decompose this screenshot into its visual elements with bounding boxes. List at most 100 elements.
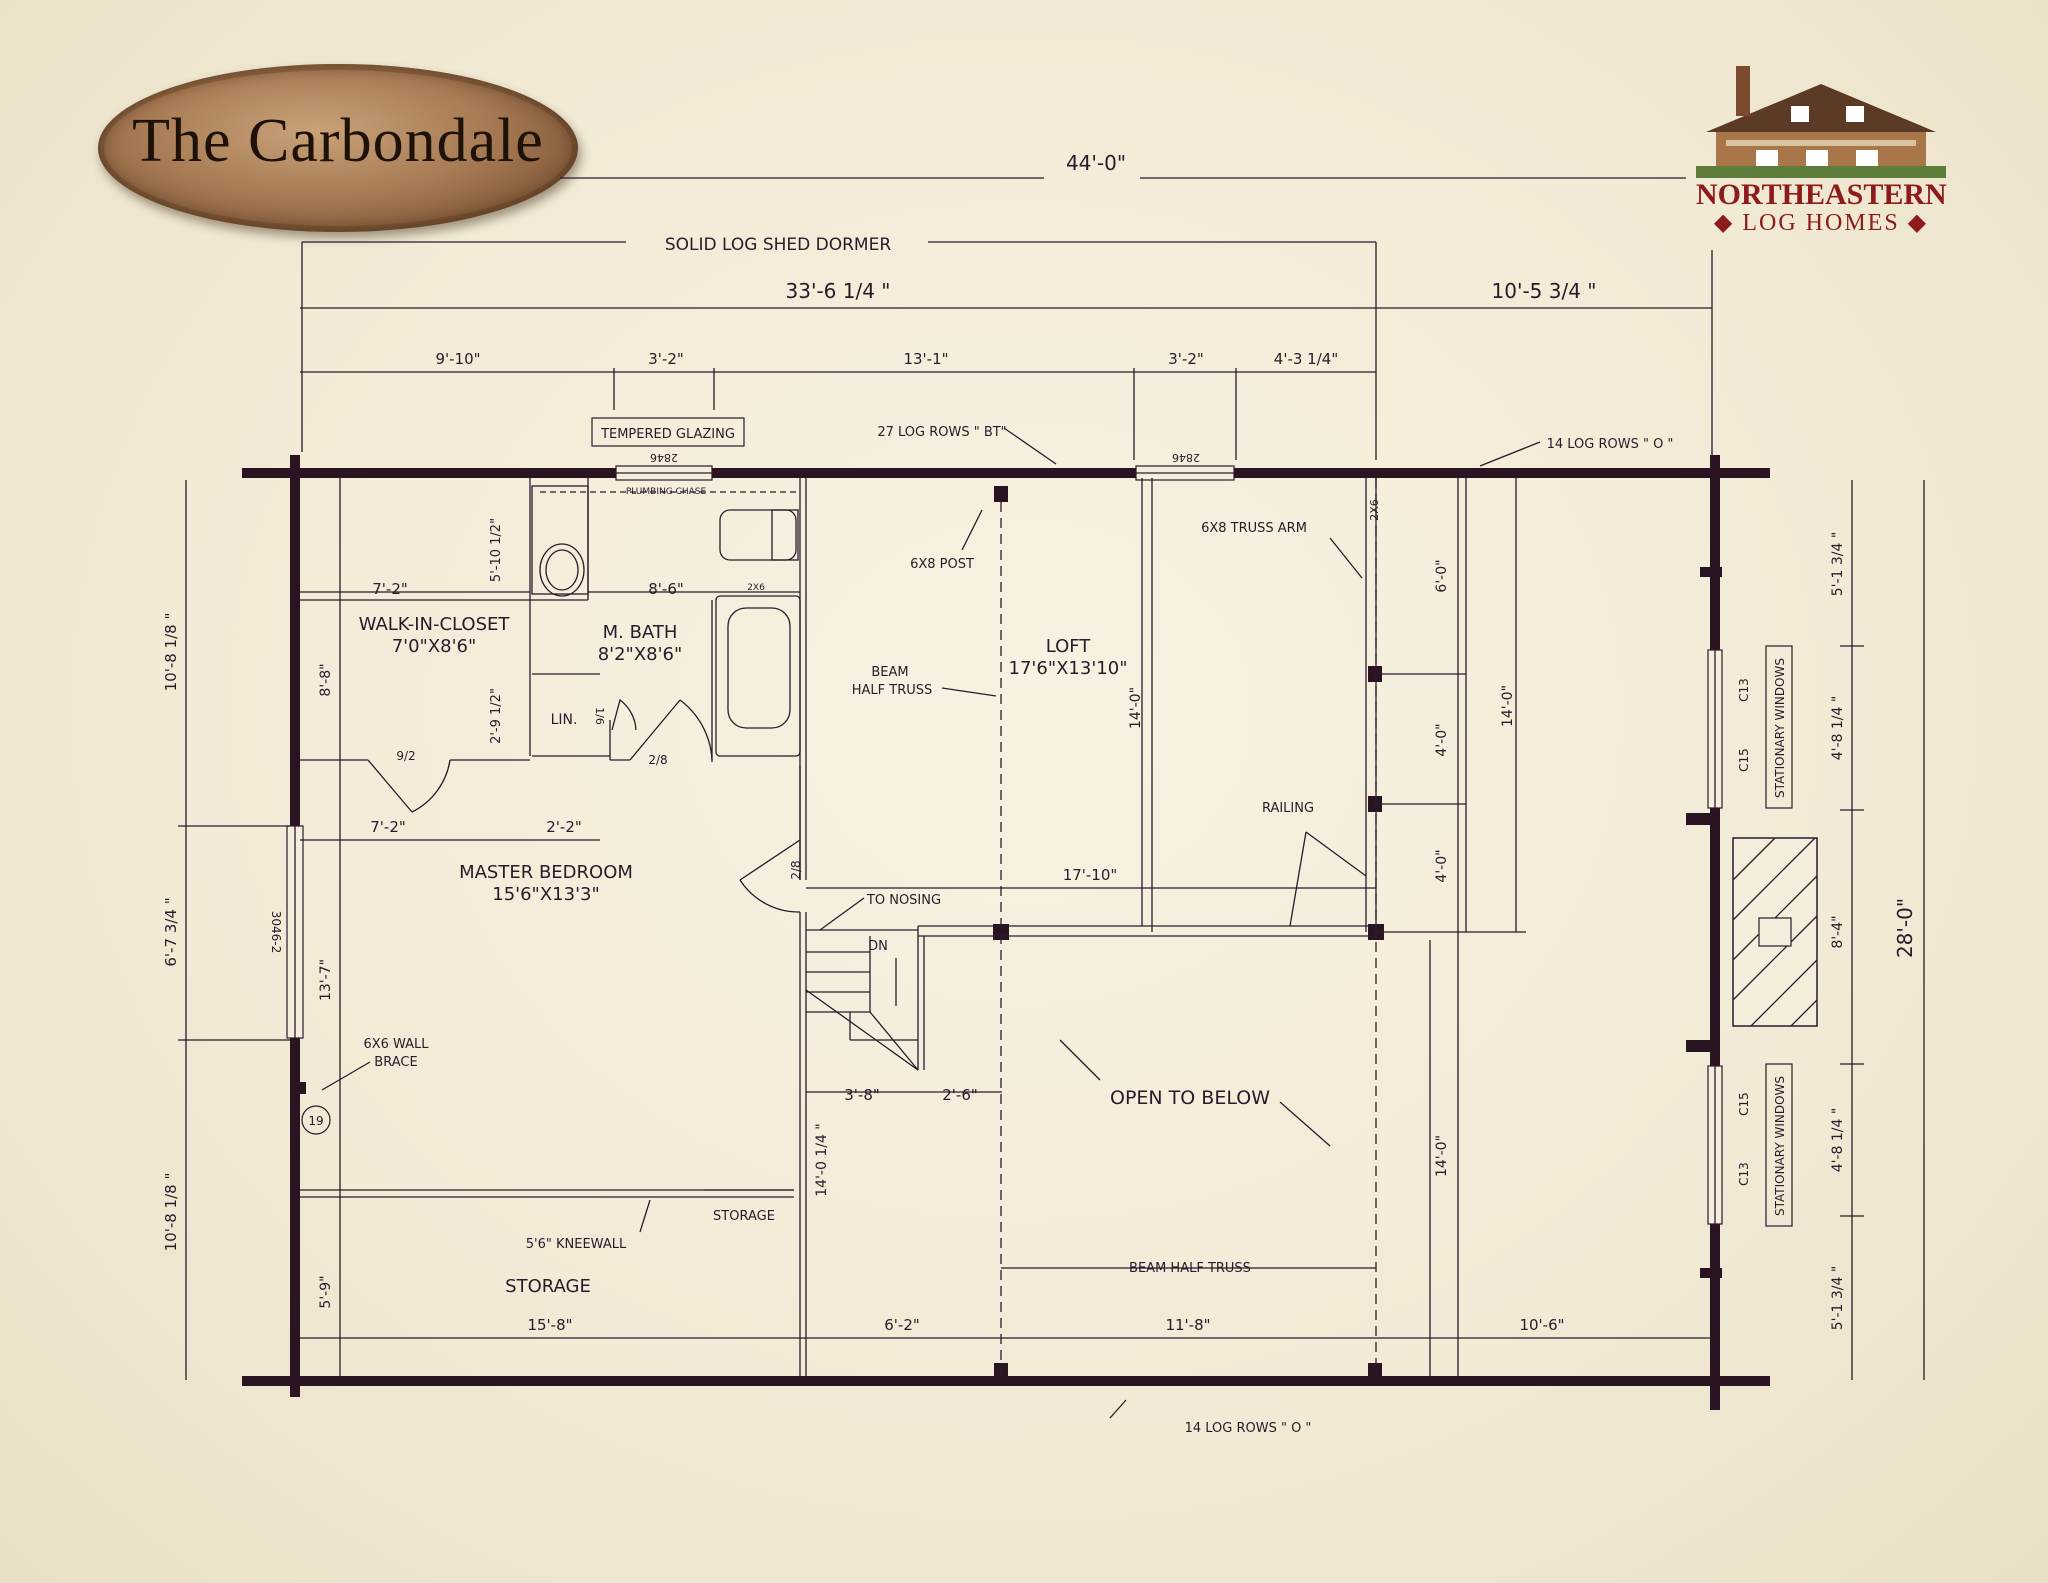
seg1-label: 9'-10": [435, 350, 480, 368]
brand-subname: ◆ LOG HOMES ◆: [1713, 210, 1929, 236]
bedroom-width-2: 2'-2": [546, 818, 582, 836]
exterior-walls: [242, 455, 1770, 1410]
right-dim-bottom: 5'-1 3/4 ": [1830, 1266, 1846, 1331]
loft-name: LOFT: [1046, 636, 1092, 657]
closet-name: WALK-IN-CLOSET: [359, 614, 511, 635]
window-c15-a: C15: [1737, 748, 1751, 772]
beam-half-truss-1: BEAM: [871, 665, 908, 680]
tempered-glazing-label: TEMPERED GLAZING: [600, 427, 735, 442]
left-dim-top: 10'-8 1/8 ": [162, 613, 180, 692]
to-nosing-label: TO NOSING: [866, 893, 941, 908]
loft-right-height: 14'-0": [1500, 685, 1516, 727]
loft-width: 17'-10": [1063, 866, 1118, 884]
log-rows-top-label: 14 LOG ROWS " O ": [1547, 437, 1674, 452]
detail-callout-number: 19: [308, 1114, 323, 1128]
railing-label: RAILING: [1262, 801, 1314, 816]
bath-width: 8'-6": [648, 580, 684, 598]
down-label: DN: [868, 939, 888, 954]
bottom-dim-1: 15'-8": [527, 1316, 572, 1334]
bottom-dim-3: 11'-8": [1165, 1316, 1210, 1334]
loft-size: 17'6"X13'10": [1009, 658, 1128, 679]
right-dim-top: 5'-1 3/4 ": [1830, 532, 1846, 597]
bath-size: 8'2"X8'6": [598, 644, 683, 665]
seg4-label: 3'-2": [1168, 350, 1204, 368]
rail-dim-2: 4'-0": [1434, 723, 1450, 756]
doors: [367, 698, 801, 913]
bottom-dim-4: 10'-6": [1519, 1316, 1564, 1334]
seg2-label: 3'-2": [648, 350, 684, 368]
leader-lines: [321, 427, 1541, 1419]
open-below-label: OPEN TO BELOW: [1110, 1087, 1270, 1109]
closet-width: 7'-2": [372, 580, 408, 598]
brand-name: NORTHEASTERN: [1696, 178, 1947, 211]
bedroom-size: 15'6"X13'3": [492, 884, 600, 905]
window-code-top-2: 2846: [1172, 451, 1200, 464]
window-c13-b: C13: [1737, 1162, 1751, 1186]
overall-width-label: 44'-0": [1066, 151, 1126, 175]
left-dim-bottom: 10'-8 1/8 ": [162, 1173, 180, 1252]
stair-width: 3'-8": [844, 1086, 880, 1104]
window-c13-a: C13: [1737, 678, 1751, 702]
linen-label: LIN.: [551, 712, 578, 728]
chimney: [1732, 837, 1818, 1027]
loft-railing: [917, 478, 1377, 1070]
storage-small-label: STORAGE: [713, 1209, 775, 1224]
linen-height: 2'-9 1/2": [489, 688, 504, 744]
door-92-label: 9/2: [396, 749, 415, 763]
rail-dim-1: 6'-0": [1434, 559, 1450, 592]
door-28-label-b: 2/8: [789, 860, 803, 879]
bedroom-name: MASTER BEDROOM: [459, 862, 633, 883]
rail-dim-3: 4'-0": [1434, 849, 1450, 882]
bedroom-width: 7'-2": [370, 818, 406, 836]
window-code-left: 3046-2: [269, 911, 283, 954]
stair-width-2: 2'-6": [942, 1086, 978, 1104]
post-2x6-label: 2X6: [1368, 499, 1381, 521]
bath-fixtures: [531, 485, 801, 757]
wall-brace-1: 6X6 WALL: [363, 1037, 429, 1052]
stationary-windows-1: STATIONARY WINDOWS: [1773, 658, 1787, 798]
bath-name: M. BATH: [603, 622, 678, 643]
tub-2x6-label: 2X6: [747, 583, 765, 593]
dormer-label: SOLID LOG SHED DORMER: [665, 235, 891, 255]
plan-text: 44'-0" SOLID LOG SHED DORMER 33'-6 1/4 "…: [162, 151, 1917, 1436]
right-dim-win1: 4'-8 1/4 ": [1830, 696, 1846, 761]
kneewall-label: 5'6" KNEEWALL: [526, 1237, 627, 1252]
interior-walls: [300, 478, 1459, 1376]
log-rows-bottom-label: 14 LOG ROWS " O ": [1185, 1421, 1312, 1436]
tempered-glazing-box: [591, 417, 745, 447]
page-title: The Carbondale: [132, 107, 544, 175]
right-span-label: 10'-5 3/4 ": [1492, 279, 1597, 303]
brand-logo: NORTHEASTERN ◆ LOG HOMES ◆: [1696, 66, 1947, 236]
window-c15-b: C15: [1737, 1092, 1751, 1116]
closet-height: 8'-8": [318, 663, 334, 696]
stationary-windows-2: STATIONARY WINDOWS: [1773, 1076, 1787, 1216]
dimension-lines: [178, 177, 1925, 1380]
windows: [286, 465, 1723, 1225]
bedroom-height: 13'-7": [318, 959, 334, 1001]
detail-callout-circle: [301, 1105, 331, 1135]
storage-height: 5'-9": [318, 1275, 334, 1308]
left-dim-mid: 6'-7 3/4 ": [162, 897, 180, 966]
title-plaque: The Carbondale: [98, 64, 578, 232]
wall-brace-2: BRACE: [374, 1055, 417, 1070]
closet-size: 7'0"X8'6": [392, 636, 477, 657]
door-28-label-a: 2/8: [648, 753, 667, 767]
post-label: 6X8 POST: [910, 557, 974, 572]
beam-half-truss-bottom: BEAM HALF TRUSS: [1129, 1261, 1251, 1276]
storage-name: STORAGE: [505, 1276, 591, 1297]
stair-height: 14'-0 1/4 ": [814, 1123, 830, 1197]
window-label-box-1: [1765, 645, 1793, 809]
door-16-label: 1/6: [593, 707, 606, 725]
right-dim-win2: 4'-8 1/4 ": [1830, 1108, 1846, 1173]
loft-height: 14'-0": [1128, 687, 1144, 729]
stairs: [805, 929, 919, 1071]
overall-depth-label: 28'-0": [1893, 898, 1917, 958]
truss-arm-label: 6X8 TRUSS ARM: [1201, 521, 1307, 536]
log-home-icon: [1696, 66, 1946, 178]
seg3-label: 13'-1": [903, 350, 948, 368]
beam-lines: [1000, 478, 1377, 1376]
window-label-box-2: [1765, 1063, 1793, 1227]
plumbing-chase-label: PLUMBING CHASE: [626, 487, 707, 497]
window-code-top-1: 2846: [650, 451, 678, 464]
